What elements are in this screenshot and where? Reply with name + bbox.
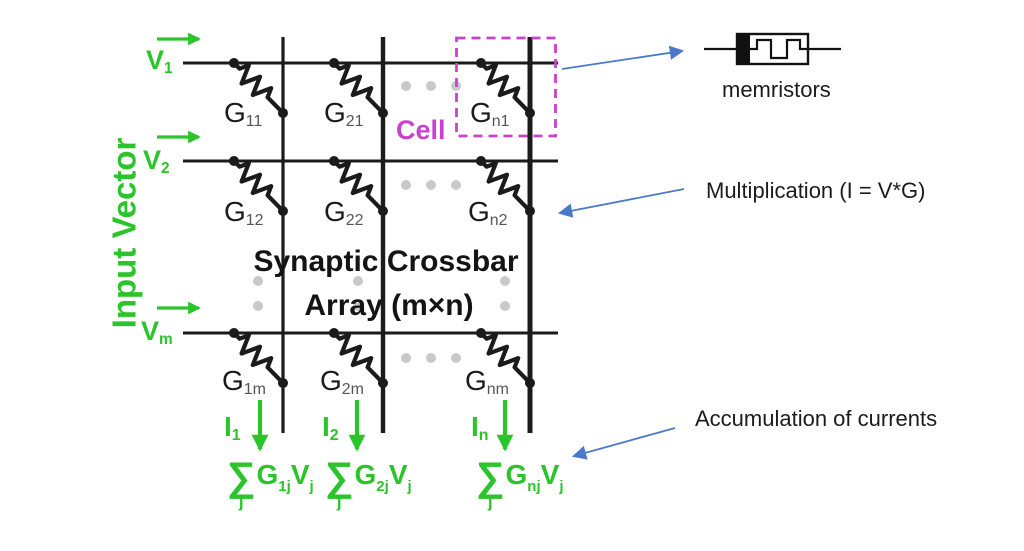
gn1-label: Gn1 [470,97,510,131]
in-label: In [471,411,489,445]
multiplication-label: Multiplication (I = V*G) [706,178,926,203]
gn2-label: Gn2 [468,196,508,230]
output-sum-n: ∑ j GnjVj [476,455,564,511]
ellipsis-dots [253,81,510,363]
output-sum-1: ∑ j G1jVj [227,455,314,511]
output-sum-2: ∑ j G2jVj [325,455,412,511]
output-arrows [251,400,514,452]
input-arrows [157,32,201,315]
memristors-label: memristors [722,77,831,102]
sigma-icon: ∑ j [476,455,505,511]
accumulation-pointer-arrow [571,427,676,460]
v1-label: V1 [146,45,173,77]
i1-label: I1 [224,411,241,445]
array-title-line1: Synaptic Crossbar [253,245,519,278]
cell-highlight-box [455,36,557,138]
sum-term: G1jVj [256,459,314,495]
vm-label: Vm [141,316,173,348]
cell-label: Cell [396,115,446,145]
i2-label: I2 [322,411,339,445]
sum-term: GnjVj [505,459,564,495]
g21-label: G21 [324,97,364,131]
input-vector-label: Input Vector [105,137,143,329]
gnm-label: Gnm [465,365,509,399]
g2m-label: G2m [320,365,364,399]
accumulation-label: Accumulation of currents [695,406,938,431]
sigma-icon: ∑ j [227,455,256,511]
g22-label: G22 [324,196,364,230]
annotation-arrows [557,45,685,460]
array-title-line2: Array (m×n) [304,289,474,322]
sigma-icon: ∑ j [325,455,354,511]
g11-label: G11 [224,97,263,131]
sum-term: G2jVj [354,459,412,495]
memristor-icon [704,32,841,66]
g12-label: G12 [224,196,264,230]
multiplication-pointer-arrow [557,188,685,218]
memristors-pointer-arrow [561,45,685,70]
crossbar-grid [183,37,558,433]
g1m-label: G1m [222,365,266,399]
v2-label: V2 [143,145,170,177]
